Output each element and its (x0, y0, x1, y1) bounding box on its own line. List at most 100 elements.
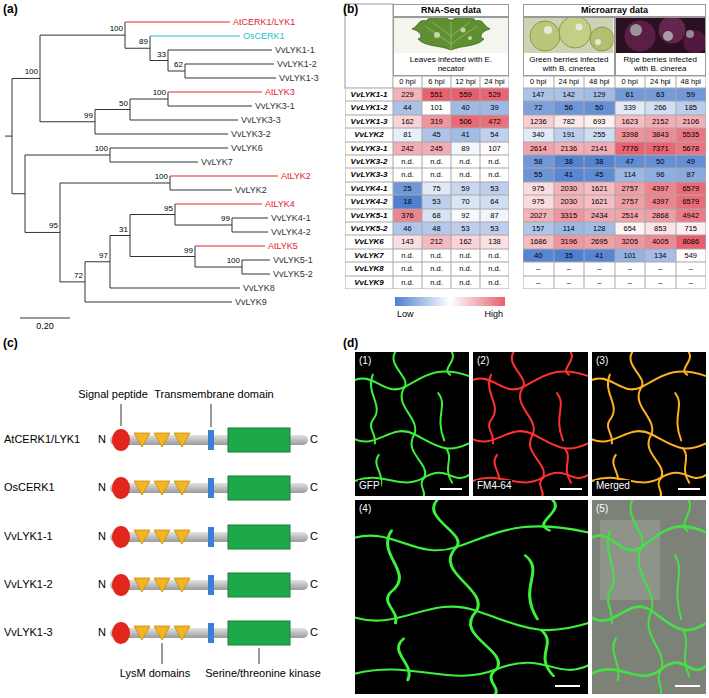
bootstrap-value: 50 (119, 100, 128, 109)
leaf-name: VvLYK5-1 (273, 255, 313, 266)
heat-cell: 472 (480, 115, 509, 128)
terminus-label: N (98, 530, 106, 543)
heat-cell: n.d. (480, 276, 509, 289)
header-text: RNA-Seq data (419, 5, 483, 15)
heat-cell: 229 (393, 88, 422, 101)
terminus-label: C (310, 433, 318, 446)
bootstrap-value: 99 (221, 215, 230, 224)
terminus-label: N (98, 481, 106, 494)
gene-name: VvLYK2 (345, 128, 393, 141)
heat-cell: 114 (615, 168, 646, 181)
heat-cell: 4942 (676, 209, 707, 222)
heat-cell: 59 (676, 88, 707, 101)
sample-cell: Ripe berries infected with B. cinerea (615, 17, 707, 76)
heat-cell: 70 (451, 195, 480, 208)
heat-cell: 138 (480, 235, 509, 248)
leaf-name: VvLYK1-1 (275, 45, 315, 56)
leaf-name: VvLYK4-1 (271, 213, 311, 224)
sample-cell: Green berries infected with B. cinerea (523, 17, 615, 76)
bootstrap-value: 100 (153, 89, 166, 98)
panel-letter: (d) (343, 336, 358, 350)
heat-cell: n.d. (422, 249, 451, 262)
panel-letter: (a) (3, 2, 18, 16)
heat-cell: 18 (393, 195, 422, 208)
heat-cell: – (676, 276, 707, 289)
tree-branch (60, 281, 85, 282)
tree-branch (168, 71, 185, 72)
heat-cell: 8086 (676, 235, 707, 248)
tree-branch (85, 302, 232, 303)
heat-cell: 3196 (554, 235, 585, 248)
tree-branch (85, 261, 110, 262)
gene-name: VvLYK8 (345, 262, 393, 275)
gene-name: VvLYK4-1 (345, 182, 393, 195)
heat-cell: 1621 (584, 195, 615, 208)
heat-cell: n.d. (422, 155, 451, 168)
tree-branch (168, 92, 262, 93)
column-header: 0 hpi (523, 76, 554, 88)
bootstrap-value: 31 (119, 226, 128, 235)
image-number: (5) (595, 503, 609, 515)
tree-branch (185, 64, 274, 65)
heat-cell: 782 (554, 115, 585, 128)
channel-label: FM4-64 (476, 480, 512, 492)
gene-name: VvLYK5-2 (345, 222, 393, 235)
tree-branch (20, 318, 70, 319)
heat-cell: 128 (584, 222, 615, 235)
column-header: 0 hpi (393, 76, 422, 88)
heat-cell: 143 (393, 235, 422, 248)
leaf-name: AtLYK4 (265, 199, 295, 210)
heat-cell: n.d. (480, 249, 509, 262)
heat-cell: 41 (451, 128, 480, 141)
heat-cell: 212 (422, 235, 451, 248)
heat-cell: 5535 (676, 128, 707, 141)
leaf-name: VvLYK1-2 (277, 59, 317, 70)
heat-cell: 55 (523, 168, 554, 181)
tree-branch (185, 64, 186, 78)
leaf-name: VvLYK3-2 (231, 129, 271, 140)
heat-cell: 4397 (645, 182, 676, 195)
bootstrap-value: 100 (110, 25, 123, 34)
heat-cell: – (615, 276, 646, 289)
heat-cell: 45 (584, 168, 615, 181)
heat-cell: 559 (451, 88, 480, 101)
tree-branch (168, 50, 169, 71)
tree-branch (125, 22, 230, 23)
heat-cell: 506 (451, 115, 480, 128)
heat-cell: 2514 (615, 209, 646, 222)
column-header: 48 hpi (584, 76, 615, 88)
heat-cell: n.d. (451, 276, 480, 289)
protein-name: AtCERK1/LYK1 (4, 433, 80, 446)
tree-branch (25, 155, 26, 232)
gene-name: VvLYK9 (345, 276, 393, 289)
heat-cell: – (645, 262, 676, 275)
heat-cell: 1686 (523, 235, 554, 248)
heat-cell: 92 (451, 209, 480, 222)
protein-name: VvLYK1-3 (4, 626, 53, 639)
panel-letter: (b) (343, 2, 358, 16)
bootstrap-value: 100 (155, 173, 168, 182)
tree-branch (195, 246, 265, 247)
domain-label: LysM domains (120, 667, 191, 680)
heat-cell: n.d. (451, 155, 480, 168)
channel-label: GFP (358, 480, 381, 492)
gene-name: VvLYK1-3 (345, 115, 393, 128)
terminus-label: C (310, 626, 318, 639)
tree-branch (232, 232, 268, 233)
heat-cell: 1621 (584, 182, 615, 195)
heat-cell: 41 (554, 168, 585, 181)
heat-cell: 53 (480, 222, 509, 235)
heat-cell: 2136 (554, 142, 585, 155)
heat-cell: 975 (523, 182, 554, 195)
gene-name: VvLYK3-2 (345, 155, 393, 168)
heat-cell: 5678 (676, 142, 707, 155)
heat-cell: 38 (584, 155, 615, 168)
gene-name: VvLYK3-1 (345, 142, 393, 155)
heat-cell: n.d. (393, 155, 422, 168)
leaf-name: AtLYK5 (268, 241, 298, 252)
heat-cell: 339 (615, 101, 646, 114)
tree-branch (130, 99, 168, 100)
tree-branch (242, 274, 270, 275)
heat-cell: 54 (480, 128, 509, 141)
tree-branch (60, 183, 61, 282)
